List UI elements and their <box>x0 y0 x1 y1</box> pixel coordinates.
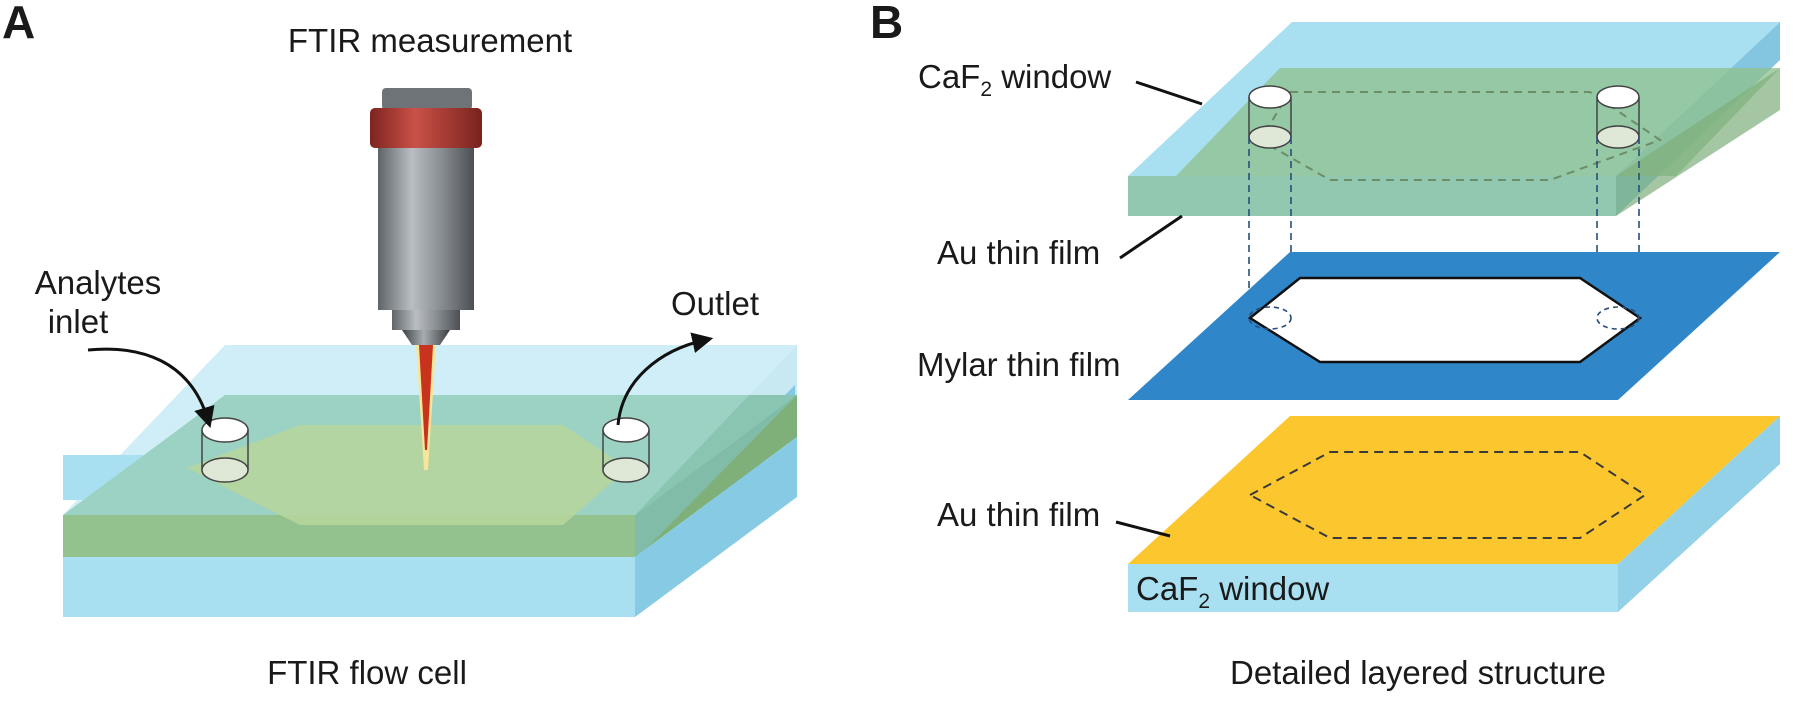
panel-b-letter: B <box>870 0 903 48</box>
outlet-flow-arrow-icon <box>616 332 714 426</box>
upper-right-port-icon <box>1596 85 1640 149</box>
top-window-stack <box>1128 22 1780 216</box>
upper-au-film-right <box>1616 68 1780 216</box>
top-window-label: CaF2 window <box>918 58 1111 101</box>
panel-b-caption: Detailed layered structure <box>1230 654 1606 691</box>
green-layer-right <box>635 395 797 557</box>
mylar-film <box>1128 252 1780 400</box>
ir-beam <box>419 345 433 450</box>
objective-lens-icon <box>370 88 482 470</box>
bottom-window-right-face <box>1618 416 1780 612</box>
upper-au-film-front <box>1128 176 1616 216</box>
inlet-flow-arrow-icon <box>87 347 215 429</box>
outlet-port-icon <box>602 417 650 483</box>
base-window-right <box>635 437 797 617</box>
panel-a-letter: A <box>2 0 35 48</box>
flow-channel <box>187 425 628 525</box>
panel-b: B <box>870 0 1780 691</box>
base-window-front <box>63 557 635 617</box>
mylar-film-label: Mylar thin film <box>917 346 1121 383</box>
panel-a: A FTIR measurement <box>2 0 797 691</box>
ftir-measurement-label: FTIR measurement <box>288 22 572 59</box>
panel-a-caption: FTIR flow cell <box>267 654 467 691</box>
upper-au-film-label: Au thin film <box>937 234 1100 271</box>
upper-left-port-icon <box>1248 85 1292 149</box>
inlet-label-line1: Analytes <box>35 264 162 301</box>
lower-au-film-label: Au thin film <box>937 496 1100 533</box>
lower-channel-outline <box>1247 451 1647 539</box>
top-window-right <box>635 345 797 560</box>
leader-lines <box>1115 80 1203 538</box>
outlet-label: Outlet <box>671 285 759 322</box>
green-layer-front <box>63 515 635 557</box>
bottom-window-front-face <box>1128 564 1618 612</box>
lower-au-film <box>1128 416 1780 564</box>
mylar-channel-cutout <box>1247 276 1643 364</box>
bottom-window-stack <box>1128 416 1780 612</box>
bottom-window-label: CaF2 window <box>1136 570 1329 613</box>
inlet-label-line2: inlet <box>48 303 109 340</box>
